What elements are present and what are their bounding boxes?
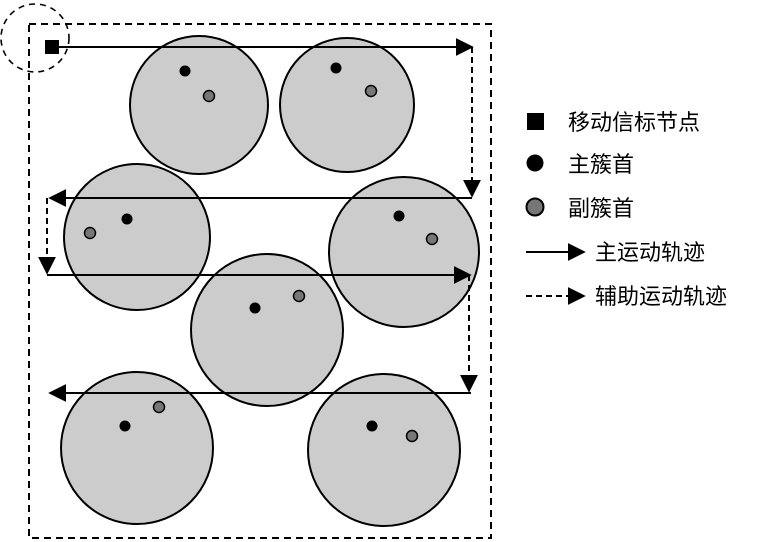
primary-head-dot xyxy=(119,420,131,432)
mobile-beacon-node xyxy=(45,40,59,54)
legend-main-path-label: 主运动轨迹 xyxy=(595,241,705,266)
cluster-3 xyxy=(63,163,211,311)
legend-aux-path-label: 辅助运动轨迹 xyxy=(595,285,727,310)
cluster-4 xyxy=(328,176,480,328)
secondary-head-dot xyxy=(202,89,216,103)
legend-beacon-label: 移动信标节点 xyxy=(568,111,700,136)
legend-secondary-head-label: 副簇首 xyxy=(568,197,634,222)
cluster-area xyxy=(279,37,415,173)
cluster-1 xyxy=(129,35,269,175)
secondary-head-dot xyxy=(425,232,439,246)
legend-beacon-icon xyxy=(527,113,544,130)
primary-head-dot xyxy=(330,62,342,74)
primary-head-dot xyxy=(179,65,191,77)
cluster-7 xyxy=(307,373,461,527)
legend-secondary-head-icon xyxy=(525,197,545,217)
cluster-area xyxy=(63,163,211,311)
cluster-2 xyxy=(279,37,415,173)
primary-head-dot xyxy=(121,213,133,225)
secondary-head-dot xyxy=(364,84,378,98)
primary-head-dot xyxy=(393,210,405,222)
legend-primary-head-label: 主簇首 xyxy=(568,153,634,178)
primary-head-dot xyxy=(366,420,378,432)
cluster-area xyxy=(190,253,344,407)
cluster-6 xyxy=(60,371,214,525)
secondary-head-dot xyxy=(292,289,306,303)
secondary-head-dot xyxy=(405,429,419,443)
cluster-area xyxy=(60,371,214,525)
legend: 移动信标节点 主簇首 副簇首 主运动轨迹 辅助运动轨迹 xyxy=(525,111,727,310)
beacon-range-circle xyxy=(0,3,70,73)
cluster-5 xyxy=(190,253,344,407)
primary-head-dot xyxy=(249,302,261,314)
cluster-area xyxy=(328,176,480,328)
cluster-area xyxy=(307,373,461,527)
legend-primary-head-icon xyxy=(526,154,544,172)
secondary-head-dot xyxy=(152,400,166,414)
cluster-area xyxy=(129,35,269,175)
secondary-head-dot xyxy=(83,226,97,240)
field-boundary xyxy=(28,23,492,539)
